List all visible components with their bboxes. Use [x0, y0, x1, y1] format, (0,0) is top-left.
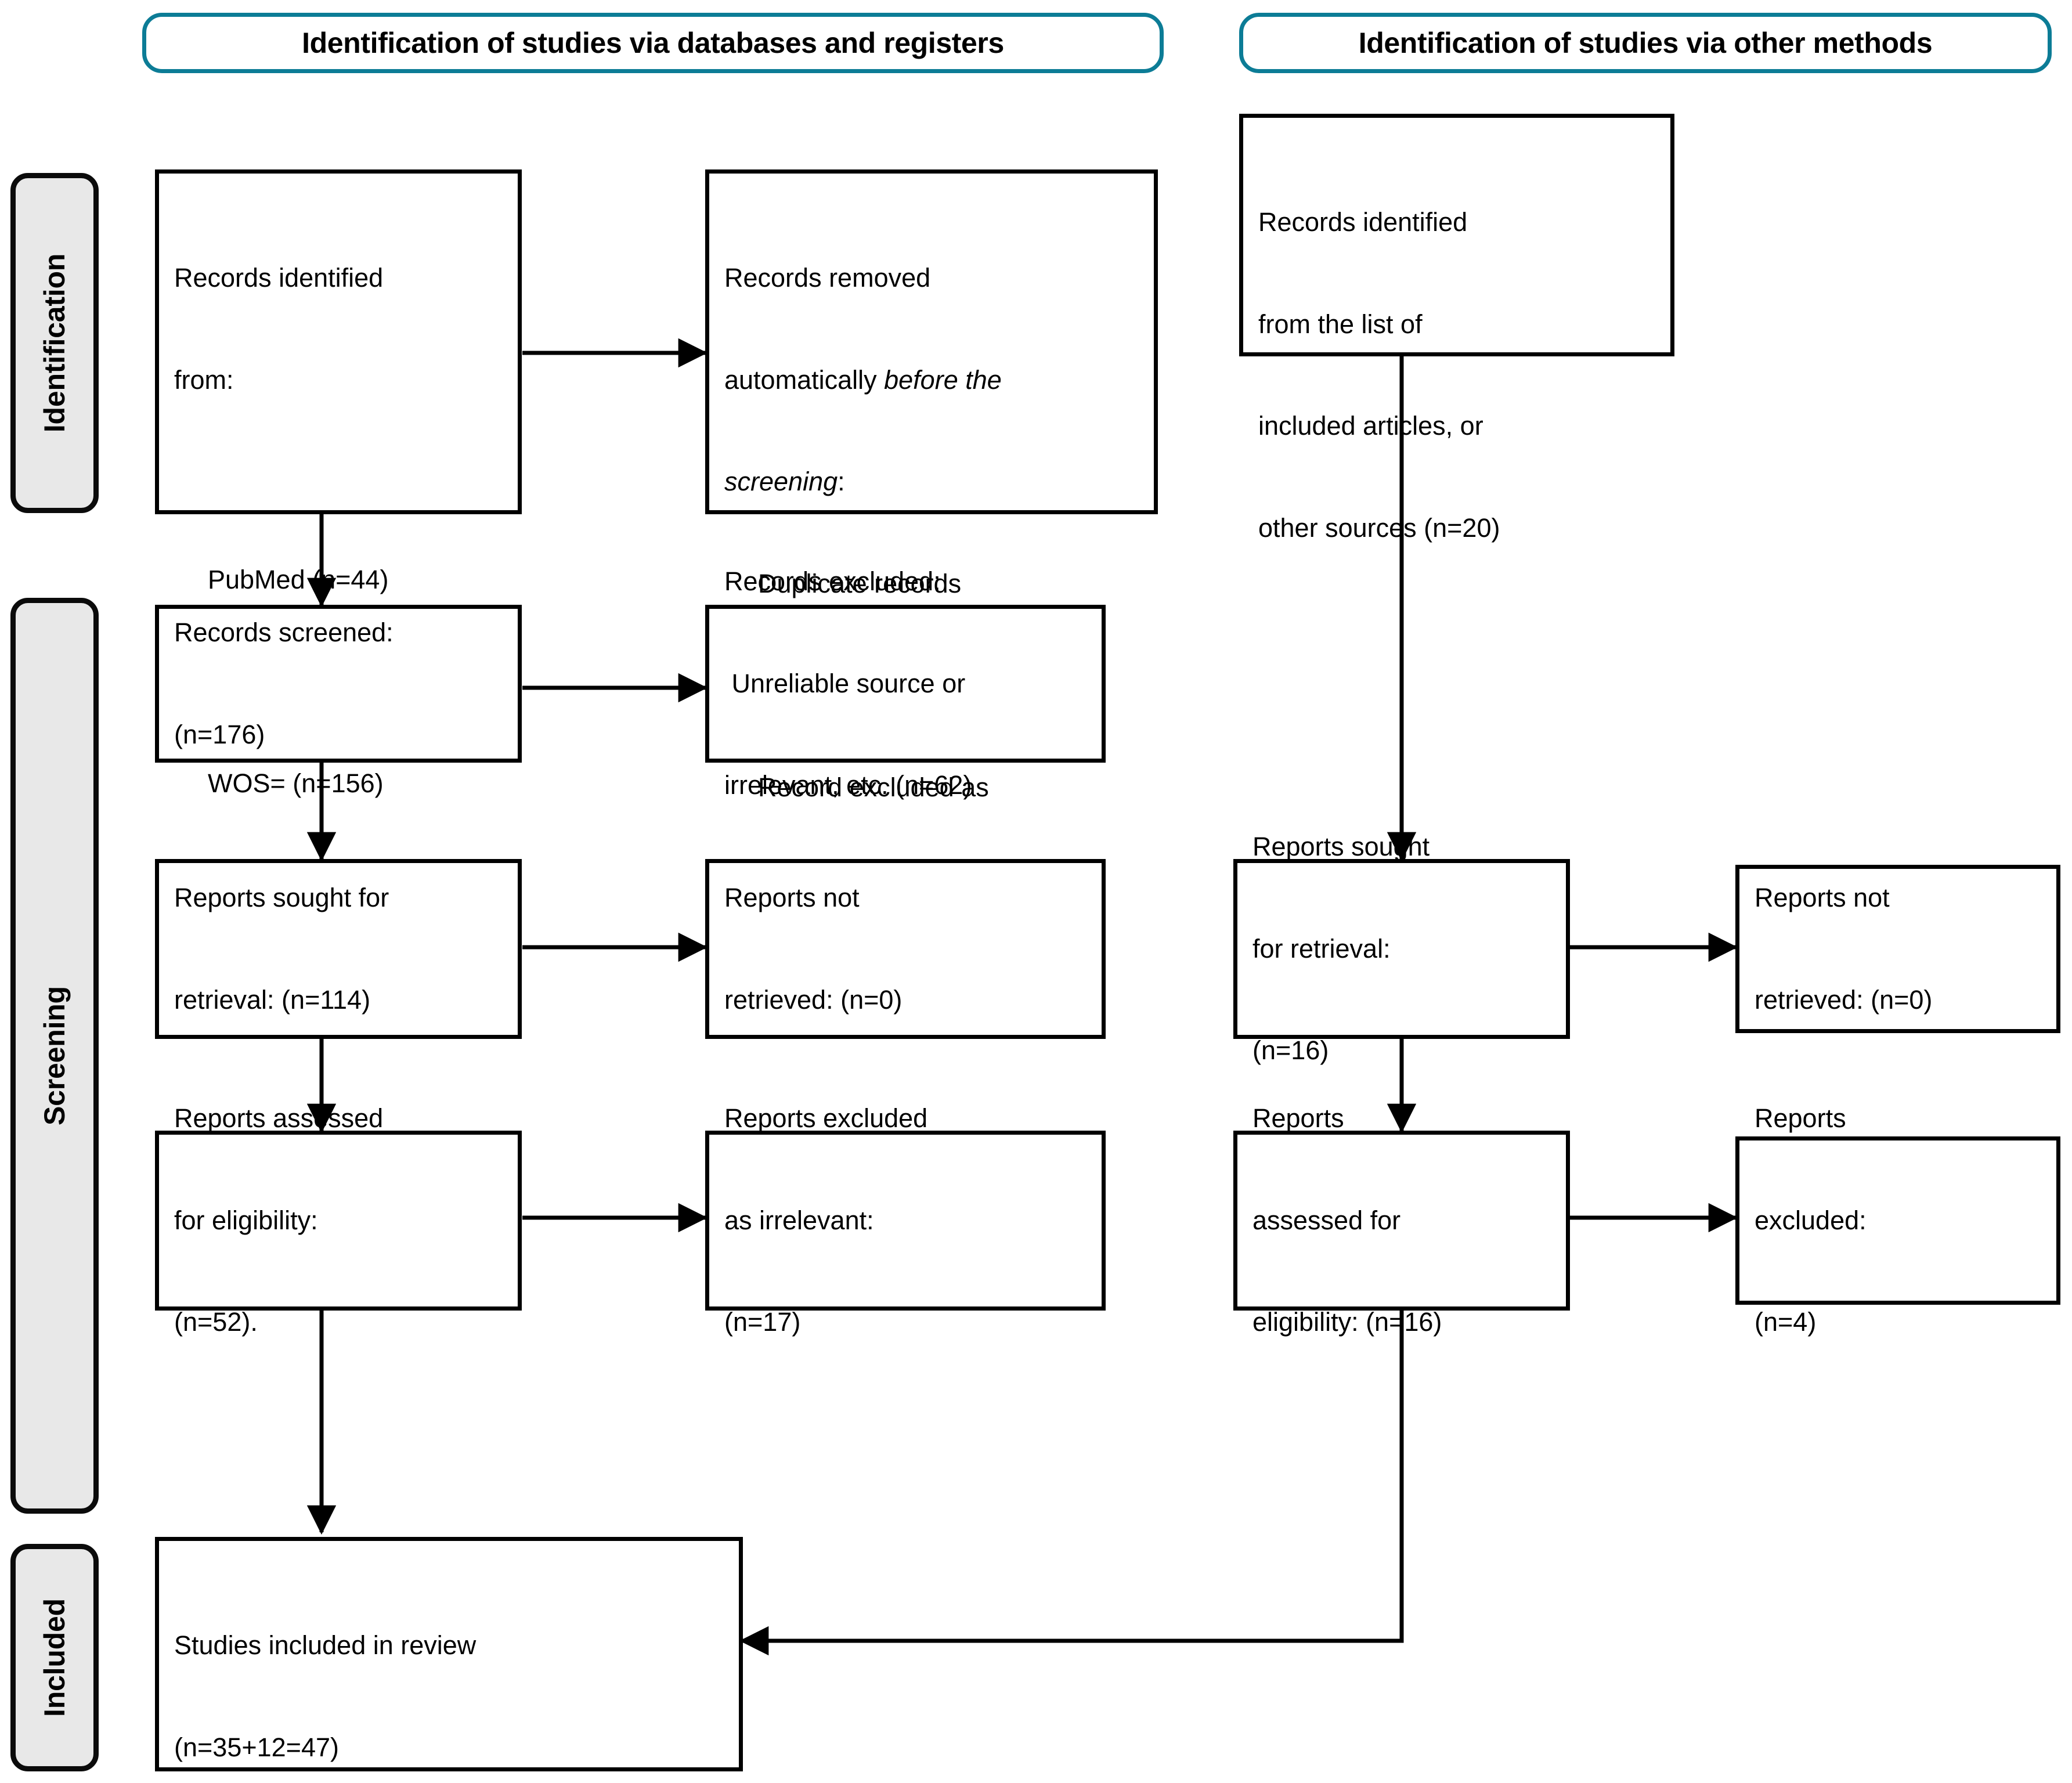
box-records-screened: Records screened: (n=176) — [155, 605, 522, 763]
reports-assessed-other-line3: eligibility: (n=16) — [1252, 1307, 1442, 1337]
records-removed-line2-a: automatically — [724, 364, 885, 395]
spacer — [174, 465, 503, 495]
reports-sought-db-line2: retrieval: (n=114) — [174, 984, 371, 1015]
box-reports-sought-db-body: Reports sought for retrieval: (n=114) — [159, 813, 518, 1085]
studies-included-line2: (n=35+12=47) — [174, 1732, 339, 1762]
box-reports-assessed-other-body: Reports assessed for eligibility: (n=16) — [1237, 1034, 1566, 1407]
reports-sought-other-line1: Reports sought — [1252, 832, 1430, 862]
reports-sought-other-line3: (n=16) — [1252, 1035, 1329, 1066]
stage-label-screening-text: Screening — [38, 986, 71, 1125]
source-wos: WOS= (n=156) — [208, 768, 384, 798]
box-reports-assessed-databases: Reports assessed for eligibility: (n=52)… — [155, 1103, 522, 1337]
reports-excluded-other-line3: (n=4) — [1755, 1307, 1817, 1337]
stage-label-identification-text: Identification — [38, 253, 71, 433]
reports-excluded-db-line1: Reports excluded — [724, 1103, 928, 1134]
box-reports-assessed-other-methods: Reports assessed for eligibility: (n=16) — [1233, 1103, 1570, 1337]
box-records-identified-other-methods: Records identified from the list of incl… — [1239, 114, 1674, 543]
reports-sought-db-line1: Reports sought for — [174, 883, 389, 912]
box-records-excluded-body: Records excluded: Unreliable source or i… — [709, 497, 1102, 871]
box-reports-assessed-db-body: Reports assessed for eligibility: (n=52)… — [159, 1034, 518, 1407]
box-reports-excluded-db-body: Reports excluded as irrelevant: (n=17) — [709, 1034, 1102, 1407]
records-identified-line1: Records identified — [174, 263, 384, 293]
reports-excluded-other-line1: Reports — [1755, 1103, 1846, 1134]
reports-not-retrieved-db-line1: Reports not — [724, 883, 860, 912]
reports-sought-other-line2: for retrieval: — [1252, 933, 1391, 963]
other-identified-line2: from the list of — [1258, 309, 1423, 339]
box-reports-excluded-databases: Reports excluded as irrelevant: (n=17) — [705, 1103, 1106, 1337]
source-pubmed: PubMed (n=44) — [208, 565, 389, 594]
stage-label-included-text: Included — [38, 1598, 71, 1717]
stage-label-included: Included — [10, 1544, 99, 1771]
box-reports-not-retrieved-other-body: Reports not retrieved: (n=0) — [1739, 813, 2056, 1085]
other-identified-line4: other sources (n=20) — [1258, 512, 1500, 543]
box-reports-sought-other-body: Reports sought for retrieval: (n=16) — [1237, 762, 1566, 1136]
reports-assessed-db-line1: Reports assessed — [174, 1103, 384, 1134]
reports-not-retrieved-other-line1: Reports not — [1755, 883, 1890, 912]
box-records-screened-body: Records screened: (n=176) — [159, 548, 518, 820]
records-excluded-line2: Unreliable source or — [724, 668, 966, 698]
other-identified-line1: Records identified — [1258, 207, 1468, 237]
reports-excluded-db-line2: as irrelevant: — [724, 1205, 874, 1235]
banner-databases-registers: Identification of studies via databases … — [142, 13, 1164, 73]
records-removed-line2-italic: before the — [884, 364, 1002, 395]
banner-other-methods: Identification of studies via other meth… — [1239, 13, 2052, 73]
box-studies-included: Studies included in review (n=35+12=47) … — [155, 1537, 743, 1771]
reports-not-retrieved-db-line2: retrieved: (n=0) — [724, 984, 903, 1015]
records-removed-line1: Records removed — [724, 263, 931, 293]
reports-assessed-other-line2: assessed for — [1252, 1205, 1401, 1235]
stage-label-identification: Identification — [10, 173, 99, 513]
banner-databases-registers-label: Identification of studies via databases … — [302, 26, 1004, 59]
box-reports-not-retrieved-other-methods: Reports not retrieved: (n=0) — [1735, 865, 2060, 1033]
box-reports-not-retrieved-databases: Reports not retrieved: (n=0) — [705, 859, 1106, 1039]
box-records-removed-automatically: Records removed automatically before the… — [705, 169, 1158, 904]
banner-other-methods-label: Identification of studies via other meth… — [1358, 26, 1933, 59]
records-removed-line3-italic: screening — [724, 467, 838, 496]
reports-not-retrieved-other-line2: retrieved: (n=0) — [1755, 984, 1933, 1015]
box-reports-excluded-other-body: Reports excluded: (n=4) — [1739, 1034, 2056, 1407]
other-identified-line3: included articles, or — [1258, 411, 1483, 441]
box-reports-sought-databases: Reports sought for retrieval: (n=114) — [155, 859, 522, 1039]
box-records-identified-databases: Records identified from: PubMed (n=44) S… — [155, 169, 522, 798]
box-records-identified-other-body: Records identified from the list of incl… — [1243, 118, 1670, 613]
records-screened-line2: (n=176) — [174, 719, 265, 749]
reports-assessed-db-line2: for eligibility: — [174, 1205, 318, 1235]
records-removed-line2: automatically before the — [724, 363, 1139, 398]
removed-sub-1: Duplicate records — [758, 568, 962, 598]
stage-label-screening: Screening — [10, 598, 99, 1514]
records-removed-line3: screening: — [724, 465, 1139, 499]
box-reports-excluded-other-methods: Reports excluded: (n=4) — [1735, 1103, 2060, 1337]
records-excluded-line3: irrelevant, etc. (n=62) — [724, 770, 972, 800]
reports-excluded-db-line3: (n=17) — [724, 1307, 801, 1337]
studies-included-line1: Studies included in review — [174, 1630, 477, 1660]
records-removed-line3-colon: : — [838, 467, 845, 496]
reports-assessed-db-line3: (n=52). — [174, 1307, 258, 1337]
records-identified-line2: from: — [174, 364, 234, 395]
records-screened-line1: Records screened: — [174, 618, 394, 647]
box-reports-sought-other-methods: Reports sought for retrieval: (n=16) — [1233, 832, 1570, 1065]
box-studies-included-body: Studies included in review (n=35+12=47) … — [159, 1541, 739, 1783]
reports-excluded-other-line2: excluded: — [1755, 1205, 1867, 1235]
box-records-excluded: Records excluded: Unreliable source or i… — [705, 566, 1106, 800]
records-excluded-line1: Records excluded: — [724, 566, 941, 597]
reports-assessed-other-line1: Reports — [1252, 1103, 1344, 1134]
box-reports-not-retrieved-db-body: Reports not retrieved: (n=0) — [709, 813, 1102, 1085]
removed-sub-3: Record excluded as — [758, 772, 989, 802]
